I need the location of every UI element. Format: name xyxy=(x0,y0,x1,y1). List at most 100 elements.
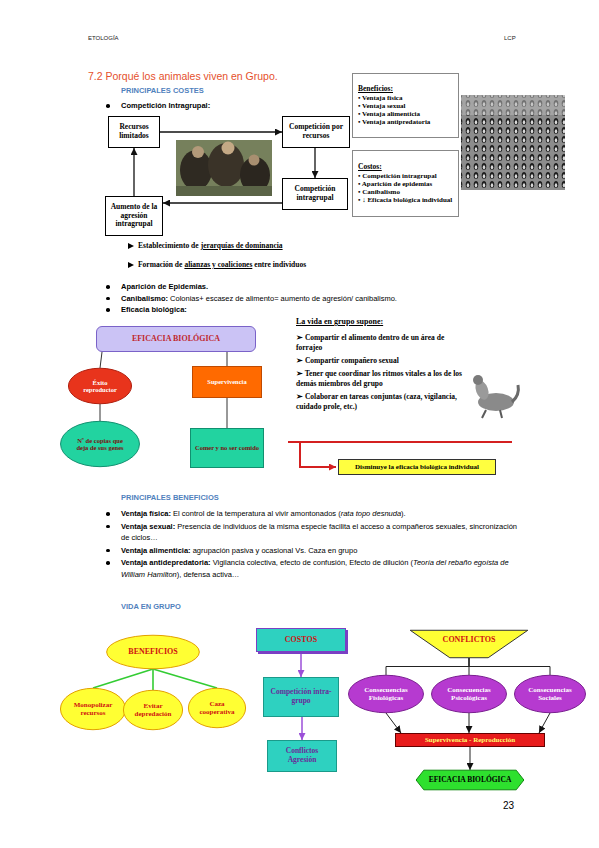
paragraph: LCP xyxy=(504,35,516,41)
box-text: Conflictos Agresión xyxy=(271,747,333,764)
connector xyxy=(314,148,315,178)
ellipse-node: Consecuencias Psicológicas xyxy=(431,675,507,713)
triangle-node-outline xyxy=(409,630,529,658)
paragraph: ➢ Compartir compañero sexual xyxy=(296,356,464,366)
bullet-text: Canibalismo: xyxy=(121,294,168,303)
paragraph: 23 xyxy=(503,800,514,811)
triangle-node-shape xyxy=(410,630,528,657)
text-block: LCP xyxy=(504,35,516,41)
process-box: Supervivencia - Reproducción xyxy=(395,733,545,747)
box-text: CONFLICTOS xyxy=(443,635,496,644)
bullet-text: Competición Intragrupal: xyxy=(121,101,210,110)
ellipse-node-shape xyxy=(188,688,245,727)
box-text: Competición intra-grupo xyxy=(267,688,335,705)
process-box: Comer y no ser comido xyxy=(190,428,264,468)
paragraph: Ventaja física:El control de la temperat… xyxy=(121,508,517,520)
paragraph: VIDA EN GRUPO xyxy=(121,602,181,611)
decor-part xyxy=(482,410,502,418)
note-text: alianzas y coaliciones xyxy=(184,260,252,269)
paragraph: ➢ Compartir el alimento dentro de un áre… xyxy=(296,333,464,353)
decor-part xyxy=(192,146,204,158)
primates-photo xyxy=(176,140,272,196)
box-text: Competición por recursos xyxy=(286,123,346,140)
bullet-text: ). xyxy=(401,509,406,518)
box-text: Consecuencias Sociales xyxy=(523,686,577,702)
list-heading: La vida en grupo supone: xyxy=(296,317,383,326)
list-box: Beneficios:• Ventaja física• Ventaja sex… xyxy=(352,73,459,138)
paragraph: Eficacia biológica: xyxy=(121,304,541,316)
ellipse-node: BENEFICIOS xyxy=(106,635,200,669)
note-text: jerarquías de dominancia xyxy=(201,241,283,250)
connector xyxy=(133,148,134,196)
box-heading: Costos: xyxy=(358,163,382,172)
process-box: Aumento de la agresión intragrupal xyxy=(105,196,163,236)
box-text: • Competición intragrupal xyxy=(358,172,437,180)
note-text: Formación de xyxy=(138,260,182,269)
decor-part xyxy=(461,95,565,115)
connector xyxy=(152,669,154,690)
triangle-node: CONFLICTOS xyxy=(409,630,529,658)
bullet-text: Eficacia biológica: xyxy=(121,305,187,314)
section-heading: PRINCIPALES COSTES xyxy=(121,86,204,95)
paragraph: ➢ Tener que coordinar los ritmos vitales… xyxy=(296,369,464,389)
text-block: 23 xyxy=(503,800,514,811)
ellipse-node-shape xyxy=(68,368,131,403)
paragraph: Ventaja antidepredatoria:Vigilancia cole… xyxy=(121,557,517,580)
paragraph: Aparición de Epidemias. xyxy=(121,281,541,293)
page-title: 7.2 Porqué los animales viven en Grupo. xyxy=(88,70,278,82)
section-heading: VIDA EN GRUPO xyxy=(121,602,181,611)
ellipse-node-shape xyxy=(123,690,182,729)
connector xyxy=(469,713,470,733)
text-block: ➢ Compartir el alimento dentro de un áre… xyxy=(296,333,464,412)
process-box: COSTOS xyxy=(256,628,346,652)
decor-part xyxy=(249,155,260,166)
box-text: EFICACIA BIOLÓGICA xyxy=(132,334,220,343)
process-box: Supervivencia xyxy=(192,366,262,398)
ellipse-node-shape xyxy=(432,675,507,712)
box-text: • Ventaja física xyxy=(358,94,402,102)
box-text: Comer y no ser comido xyxy=(195,444,259,451)
bullet-text: Vigilancia colectiva, efecto de confusió… xyxy=(213,558,413,567)
connector xyxy=(539,713,550,733)
connector xyxy=(386,713,401,733)
bullet-text: Ventaja antidepredatoria: xyxy=(121,558,211,567)
note-text: entre individuos xyxy=(254,260,306,269)
ellipse-node-shape xyxy=(60,688,125,729)
decor-part xyxy=(473,375,483,385)
ellipse-node: Consecuencias Fisiológicas xyxy=(348,675,424,713)
text-block: La vida en grupo supone: xyxy=(296,317,383,326)
connector xyxy=(227,352,228,366)
box-text: COSTOS xyxy=(285,635,317,644)
ellipse-node: Éxito reproductor xyxy=(68,368,132,404)
paragraph: ETOLOGÍA xyxy=(88,35,119,41)
paragraph: PRINCIPALES BENEFICIOS xyxy=(121,493,219,502)
decor-part xyxy=(461,95,565,190)
text-block: ETOLOGÍA xyxy=(88,35,119,41)
colony-photo xyxy=(461,95,565,190)
note-text: Establecimiento de xyxy=(138,241,199,250)
ellipse-node: Caza cooperativa xyxy=(188,688,246,728)
connector xyxy=(300,652,302,677)
decor-part xyxy=(176,186,272,196)
bullet-text: Colonias+ escasez de alimento= aumento d… xyxy=(170,294,397,303)
box-text: Recursos limitados xyxy=(112,123,156,140)
paragraph: Canibalismo:Colonias+ escasez de aliment… xyxy=(121,293,541,305)
result-box: Disminuye la eficacia biológica individu… xyxy=(338,459,496,475)
box-text: • Ventaja alimenticia xyxy=(358,110,420,118)
decor-part xyxy=(288,441,512,443)
box-text: Aumento de la agresión intragrupal xyxy=(109,203,159,229)
list-item: ➢ Compartir el alimento dentro de un áre… xyxy=(296,333,444,352)
rounded-box: EFICACIA BIOLÓGICA xyxy=(96,326,256,352)
paragraph: PRINCIPALES COSTES xyxy=(121,86,204,95)
box-text: Consecuencias Psicológicas xyxy=(440,686,498,702)
decor-part xyxy=(222,142,235,155)
box-text: • ↓ Eficacia biológica individual xyxy=(358,196,452,204)
paragraph: ➢ Colaborar en tareas conjuntas (caza, v… xyxy=(296,392,464,412)
text-block: Ventaja física:El control de la temperat… xyxy=(121,508,517,580)
text-block: Establecimiento dejerarquías de dominanc… xyxy=(138,241,306,270)
box-text: Monopolizar recursos xyxy=(68,701,118,717)
decor-part xyxy=(300,442,336,467)
text-block: Aparición de Epidemias.Canibalismo:Colon… xyxy=(121,281,541,316)
hexagon-node: EFICACIA BIOLÓGICA xyxy=(415,770,525,790)
